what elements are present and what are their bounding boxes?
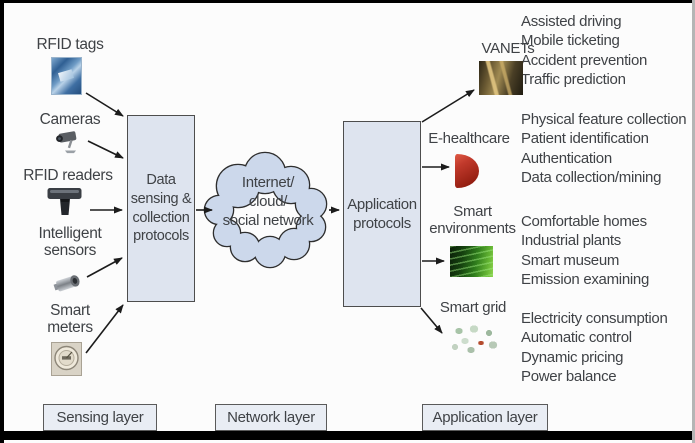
frame-border-right — [692, 0, 695, 443]
cloud-label: Internet/ cloud/ social network — [212, 173, 324, 230]
e-healthcare-icon — [455, 154, 479, 188]
application-layer-chip: Application layer — [422, 404, 548, 431]
use-case-item: Physical feature collection — [521, 111, 687, 128]
use-case-item: Power balance — [521, 368, 617, 386]
use-case-item: Automatic control — [521, 329, 632, 347]
application-box-label: Application protocols — [347, 195, 417, 232]
use-case-item: Patient identification — [521, 130, 649, 148]
camera-icon — [52, 129, 83, 154]
frame-border-top — [0, 0, 695, 3]
rfid-reader-icon — [46, 186, 83, 217]
app-label-e-healthcare: E-healthcare — [428, 130, 510, 147]
device-label-rfid-tags: RFID tags — [36, 36, 104, 53]
application-layer-label: Application layer — [432, 409, 538, 426]
cloud-line: social network — [222, 212, 314, 229]
use-case-item: Industrial plants — [521, 232, 621, 250]
device-label-intelligent-sensors: Intelligent sensors — [38, 225, 102, 260]
use-case-item: Traffic prediction — [521, 71, 626, 89]
smart-grid-use-cases: Electricity consumption Automatic contro… — [521, 309, 693, 387]
frame-border-bottom — [0, 431, 695, 440]
vanets-icon — [479, 61, 523, 95]
use-case-item: Comfortable homes — [521, 213, 647, 230]
intelligent-sensor-icon — [53, 270, 82, 297]
smart-meter-icon — [51, 342, 82, 376]
device-label-smart-meters: Smart meters — [47, 302, 93, 337]
application-protocols-box: Application protocols — [343, 121, 421, 307]
sensing-layer-label: Sensing layer — [56, 409, 144, 426]
vanets-use-cases: Assisted driving Mobile ticketing Accide… — [521, 12, 693, 90]
rfid-tag-icon — [51, 57, 82, 95]
network-layer-chip: Network layer — [215, 404, 327, 431]
network-layer-label: Network layer — [227, 409, 315, 426]
sensing-layer-chip: Sensing layer — [43, 404, 157, 431]
use-case-item: Emission examining — [521, 271, 649, 289]
use-case-item: Assisted driving — [521, 13, 622, 30]
smart-environments-icon — [450, 246, 493, 277]
use-case-item: Data collection/mining — [521, 169, 662, 187]
use-case-item: Smart museum — [521, 251, 620, 269]
app-label-smart-grid: Smart grid — [439, 299, 507, 316]
app-label-vanets: VANETs — [481, 40, 535, 57]
device-label-cameras: Cameras — [39, 111, 101, 128]
frame-border-left — [0, 0, 4, 443]
device-label-rfid-readers: RFID readers — [23, 167, 113, 184]
data-sensing-box-label: Data sensing & collection protocols — [130, 172, 192, 245]
smart-grid-icon — [447, 321, 500, 355]
use-case-item: Mobile ticketing — [521, 32, 620, 50]
use-case-item: Authentication — [521, 149, 612, 167]
use-case-item: Accident prevention — [521, 51, 648, 69]
cloud-line: Internet/ — [241, 174, 295, 191]
use-case-item: Dynamic pricing — [521, 348, 624, 366]
smart-environments-use-cases: Comfortable homes Industrial plants Smar… — [521, 212, 693, 290]
cloud-line: cloud/ — [248, 193, 288, 210]
network-cloud — [203, 151, 328, 269]
e-healthcare-use-cases: Physical feature collection Patient iden… — [521, 110, 693, 188]
use-case-item: Electricity consumption — [521, 310, 668, 327]
app-label-smart-environments: Smart environments — [429, 203, 516, 237]
data-sensing-collection-protocols-box: Data sensing & collection protocols — [127, 115, 195, 302]
